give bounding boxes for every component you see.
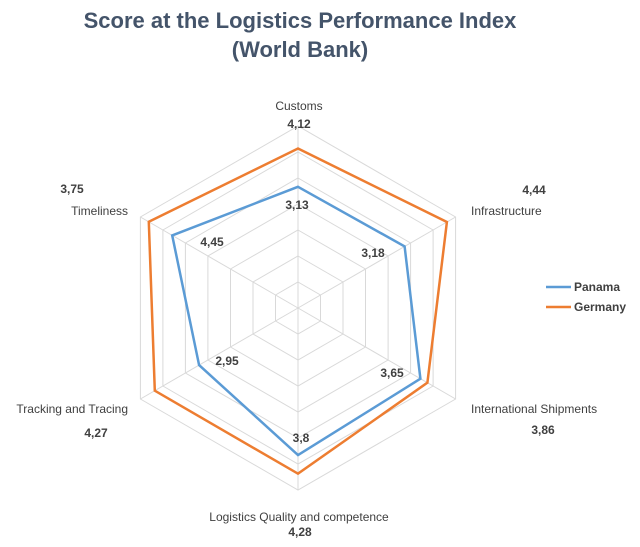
data-label-panama: 2,95 (215, 354, 239, 368)
data-label-panama: 3,18 (361, 246, 385, 260)
data-label-germany: 4,44 (522, 183, 546, 197)
axis-label: International Shipments (471, 402, 597, 416)
data-label-germany: 4,27 (84, 426, 108, 440)
data-label-germany: 4,45 (200, 235, 224, 249)
data-label-panama: 3,13 (285, 198, 309, 212)
chart-title: Score at the Logistics Performance Index… (0, 6, 600, 64)
legend-label-panama: Panama (574, 280, 620, 294)
legend-label-germany: Germany (574, 300, 626, 314)
grid-spoke (297, 307, 456, 400)
data-label-panama: 3,65 (380, 366, 404, 380)
data-label-panama: 3,8 (293, 431, 310, 445)
data-label-germany: 3,86 (531, 423, 555, 437)
chart-title-line-2: (World Bank) (231, 37, 369, 62)
grid-spoke (297, 216, 456, 309)
chart-title-line-1: Score at the Logistics Performance Index (83, 8, 517, 33)
axis-label: Infrastructure (471, 204, 542, 218)
axis-label: Logistics Quality and competence (209, 510, 389, 524)
axis-label: Timeliness (71, 204, 128, 218)
series-line-germany (147, 147, 449, 476)
grid-spoke (140, 216, 299, 309)
data-label-panama: 3,75 (60, 182, 84, 196)
grid-spoke (140, 307, 299, 400)
data-label-germany: 4,12 (287, 117, 311, 131)
axis-label: Customs (275, 99, 322, 113)
data-label-germany: 4,28 (288, 525, 312, 539)
series-line-panama (170, 185, 422, 457)
axis-label: Tracking and Tracing (16, 402, 128, 416)
